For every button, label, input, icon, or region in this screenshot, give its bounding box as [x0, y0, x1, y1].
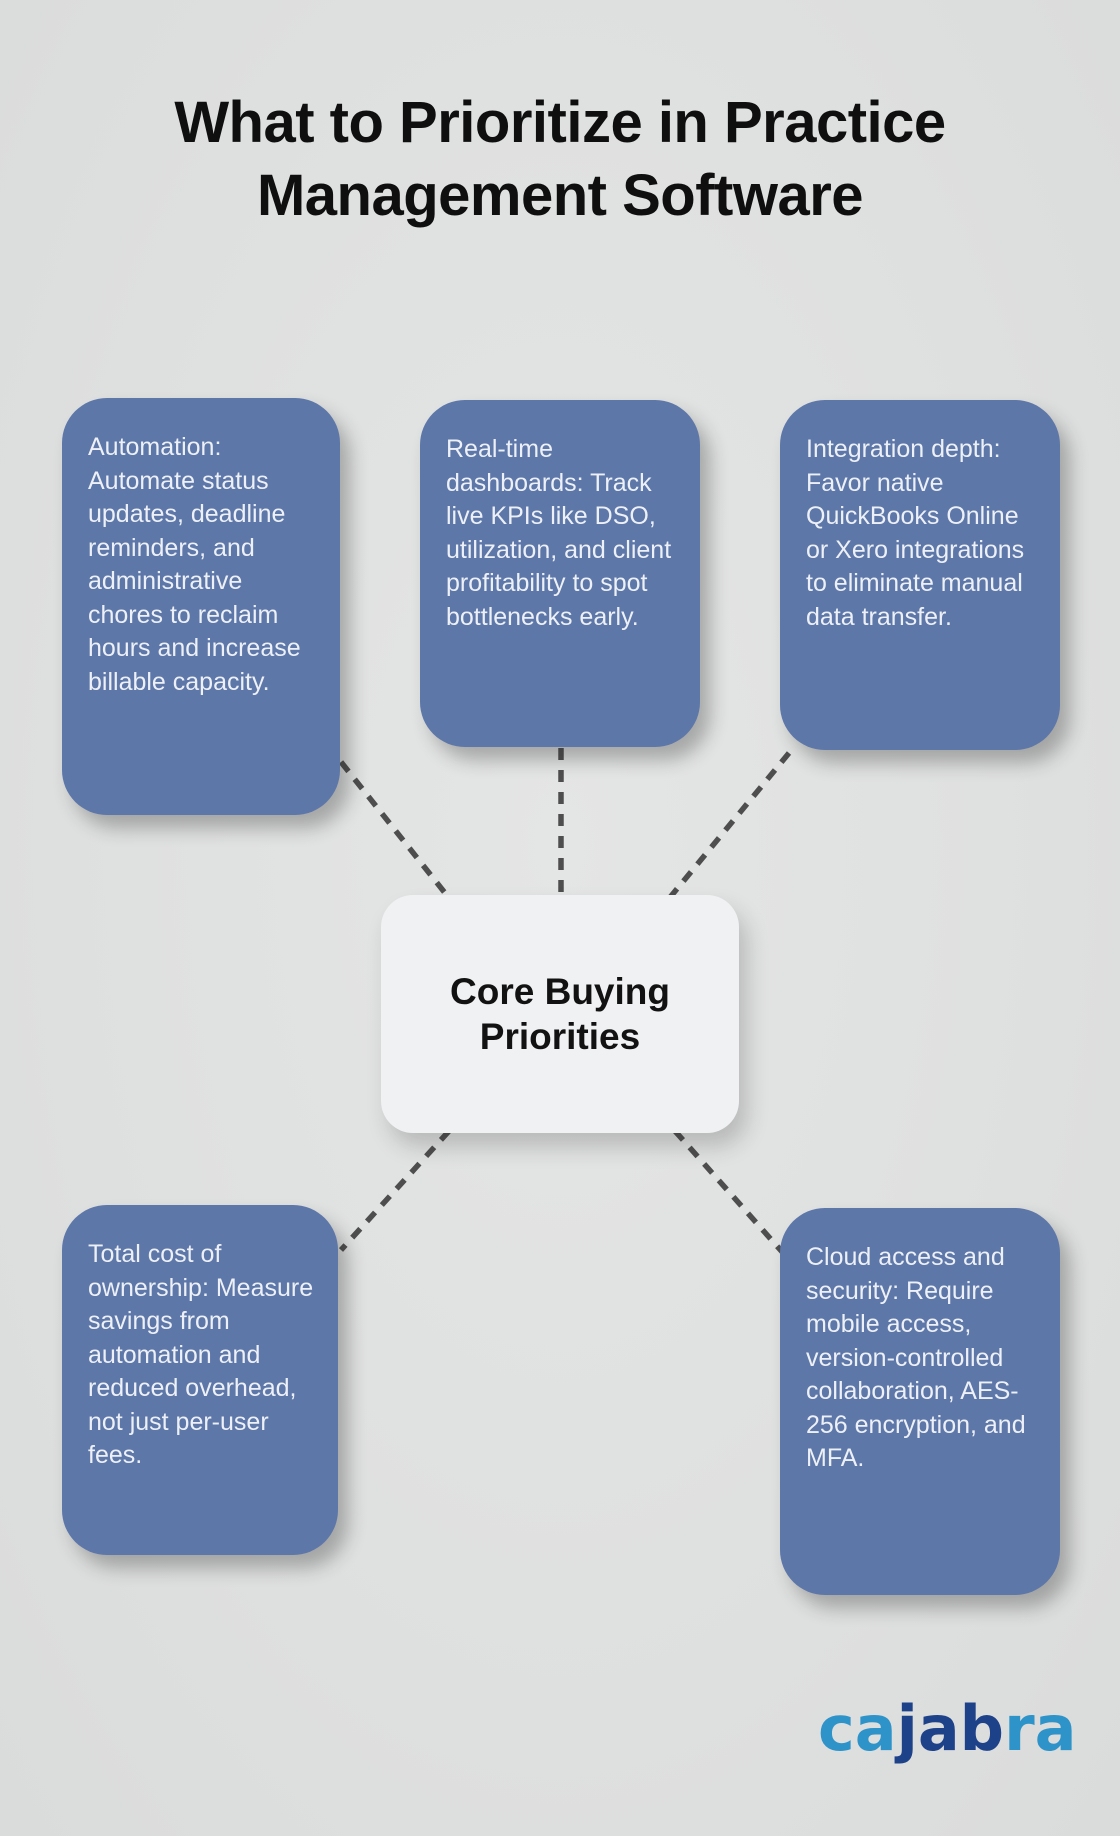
center-node-label: Core Buying Priorities	[450, 970, 670, 1057]
connector-center-to-cost	[338, 1129, 452, 1252]
logo-segment-ca: ca	[818, 1692, 897, 1765]
connector-automation-to-center	[338, 760, 452, 900]
center-node: Core Buying Priorities	[381, 895, 739, 1133]
page-title: What to Prioritize in Practice Managemen…	[174, 90, 946, 228]
node-cloud-security-text: Cloud access and security: Require mobil…	[806, 1243, 1026, 1472]
node-total-cost-text: Total cost of ownership: Measure savings…	[88, 1240, 314, 1469]
cajabra-logo: cajabra	[818, 1692, 1118, 1765]
node-cloud-security: Cloud access and security: Require mobil…	[780, 1208, 1060, 1595]
node-integration: Integration depth: Favor native QuickBoo…	[780, 400, 1060, 750]
connector-integration-to-center	[664, 751, 792, 903]
connector-center-to-cloud	[672, 1129, 795, 1265]
node-automation: Automation: Automate status updates, dea…	[62, 398, 340, 815]
logo-segment-jab: jab	[896, 1692, 1005, 1765]
node-dashboards-text: Real-time dashboards: Track live KPIs li…	[446, 435, 672, 631]
node-automation-text: Automation: Automate status updates, dea…	[88, 433, 301, 696]
node-total-cost: Total cost of ownership: Measure savings…	[62, 1205, 338, 1555]
node-dashboards: Real-time dashboards: Track live KPIs li…	[420, 400, 700, 747]
node-integration-text: Integration depth: Favor native QuickBoo…	[806, 435, 1025, 631]
logo-segment-ra: ra	[1004, 1692, 1077, 1765]
